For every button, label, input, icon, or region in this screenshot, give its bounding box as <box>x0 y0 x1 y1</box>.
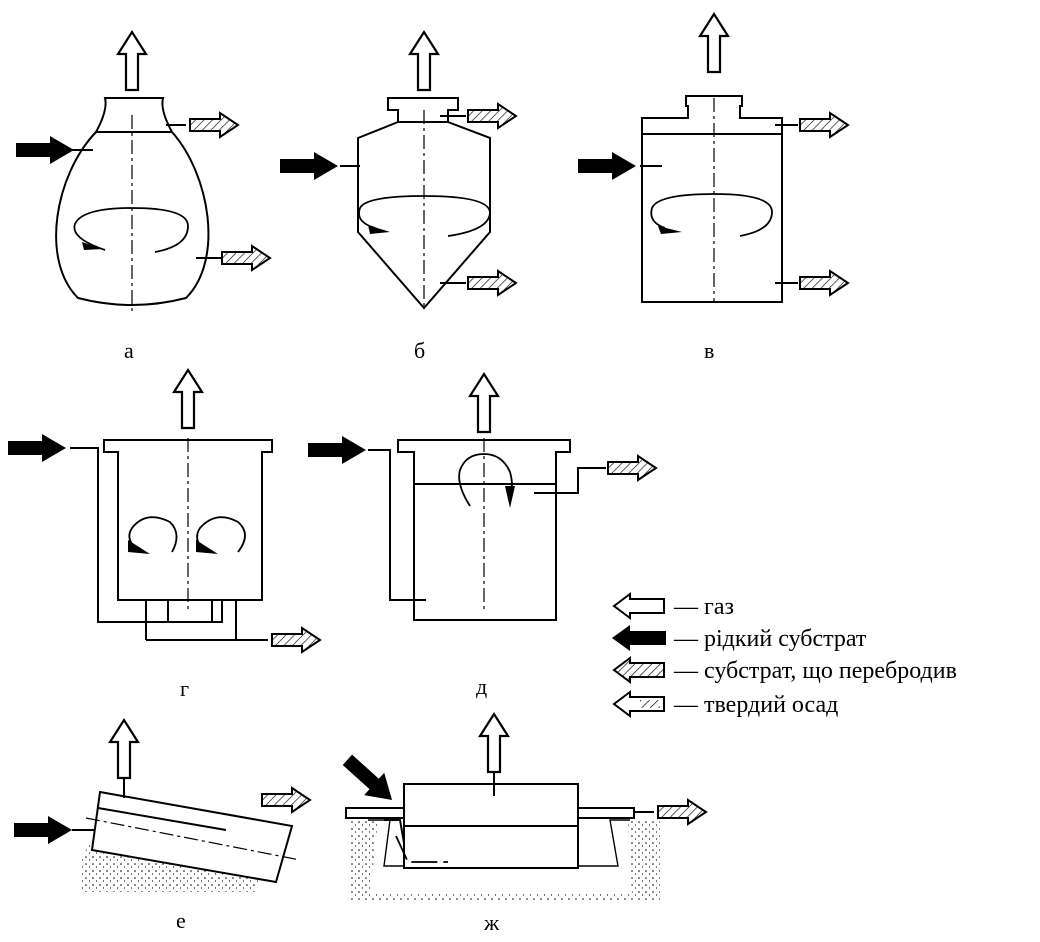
label-a: а <box>124 338 134 363</box>
fermented-outlet-arrow <box>189 112 239 138</box>
gas-outlet-arrow <box>468 372 500 434</box>
fermented-outlet-arrow <box>261 787 311 813</box>
ground <box>350 820 660 900</box>
label-v: в <box>704 338 714 363</box>
inlet-channel <box>345 807 405 819</box>
substrate-inlet-arrow <box>14 816 72 844</box>
flow-arrowhead <box>82 242 103 250</box>
sediment-arrow-icon <box>612 690 665 718</box>
fermented-outlet-arrow <box>467 103 517 129</box>
legend-liquid-label: — рідкий субстрат <box>673 626 867 652</box>
vessel-body <box>90 790 294 884</box>
vessel-body <box>357 121 491 310</box>
outlet-channel <box>577 807 635 819</box>
flow-arrowhead <box>368 225 390 234</box>
flow-arrowhead <box>658 226 682 234</box>
fermented-arrow-icon <box>612 656 665 684</box>
substrate-inlet-arrow <box>578 152 636 180</box>
vessel-body <box>103 439 273 601</box>
liquid-level <box>97 807 227 831</box>
legend-item-sediment: — твердий осад <box>612 690 838 718</box>
mixing-loop <box>458 453 513 507</box>
inlet-pipe <box>368 449 426 601</box>
digester-v <box>640 95 798 303</box>
legend-fermented-label: — субстрат, що перебродив <box>673 658 957 684</box>
mixing-loop <box>358 195 491 237</box>
label-d: д <box>476 674 487 699</box>
legend-gas-label: — газ <box>673 594 734 620</box>
gas-outlet-arrow <box>108 718 140 780</box>
vessel-body <box>55 131 210 306</box>
substrate-inlet-arrow <box>16 136 74 164</box>
label-g: г <box>180 676 189 701</box>
substrate-inlet-arrow <box>308 436 366 464</box>
gas-outlet-arrow <box>698 12 730 74</box>
legend-item-fermented: — субстрат, що перебродив <box>612 656 957 684</box>
sediment-outlet-arrow <box>221 245 271 271</box>
gas-arrow-icon <box>612 592 665 620</box>
fermented-outlet-arrow <box>799 112 849 138</box>
vessel-body <box>641 95 783 303</box>
fermented-outlet-arrow <box>607 455 657 481</box>
substrate-inlet-arrow <box>342 754 392 800</box>
label-e: е <box>176 908 186 933</box>
gas-outlet-arrow <box>172 368 204 430</box>
flow-arrowhead <box>505 486 515 508</box>
fermented-outlet-arrow <box>657 799 707 825</box>
legend: — газ — рідкий субстрат — субстрат, що п… <box>612 592 957 718</box>
liquid-arrow-icon <box>612 625 666 651</box>
mixing-loop-left <box>128 516 178 553</box>
flow-arrowhead <box>196 540 218 554</box>
neck <box>387 97 459 123</box>
substrate-inlet-arrow <box>280 152 338 180</box>
digester-e <box>72 778 301 892</box>
sediment-outlet-arrow <box>467 270 517 296</box>
mixing-loop-right <box>196 516 246 553</box>
mixing-loop <box>650 193 773 237</box>
fermented-outlet-arrow <box>271 627 321 653</box>
gas-outlet-arrow <box>116 30 148 92</box>
sediment-outlet-arrow <box>799 270 849 296</box>
axis-line <box>85 817 301 861</box>
substrate-inlet-arrow <box>8 434 66 462</box>
gas-outlet-arrow <box>478 712 510 774</box>
digester-d <box>368 438 606 621</box>
vessel-body <box>397 439 571 621</box>
label-zh: ж <box>483 910 500 935</box>
legend-sediment-label: — твердий осад <box>673 692 838 718</box>
inlet-pipe <box>70 447 223 623</box>
digester-a <box>55 97 222 312</box>
legend-item-liquid: — рідкий субстрат <box>612 625 867 652</box>
mixing-loop <box>73 207 189 253</box>
outlet-pipe <box>534 467 606 494</box>
flow-arrowhead <box>128 540 150 554</box>
digester-zh <box>345 770 660 900</box>
neck <box>94 97 174 133</box>
gas-outlet-arrow <box>408 30 440 92</box>
legend-item-gas: — газ <box>612 592 734 620</box>
digester-g <box>70 438 273 641</box>
label-b: б <box>414 338 425 363</box>
digester-b <box>340 97 491 310</box>
